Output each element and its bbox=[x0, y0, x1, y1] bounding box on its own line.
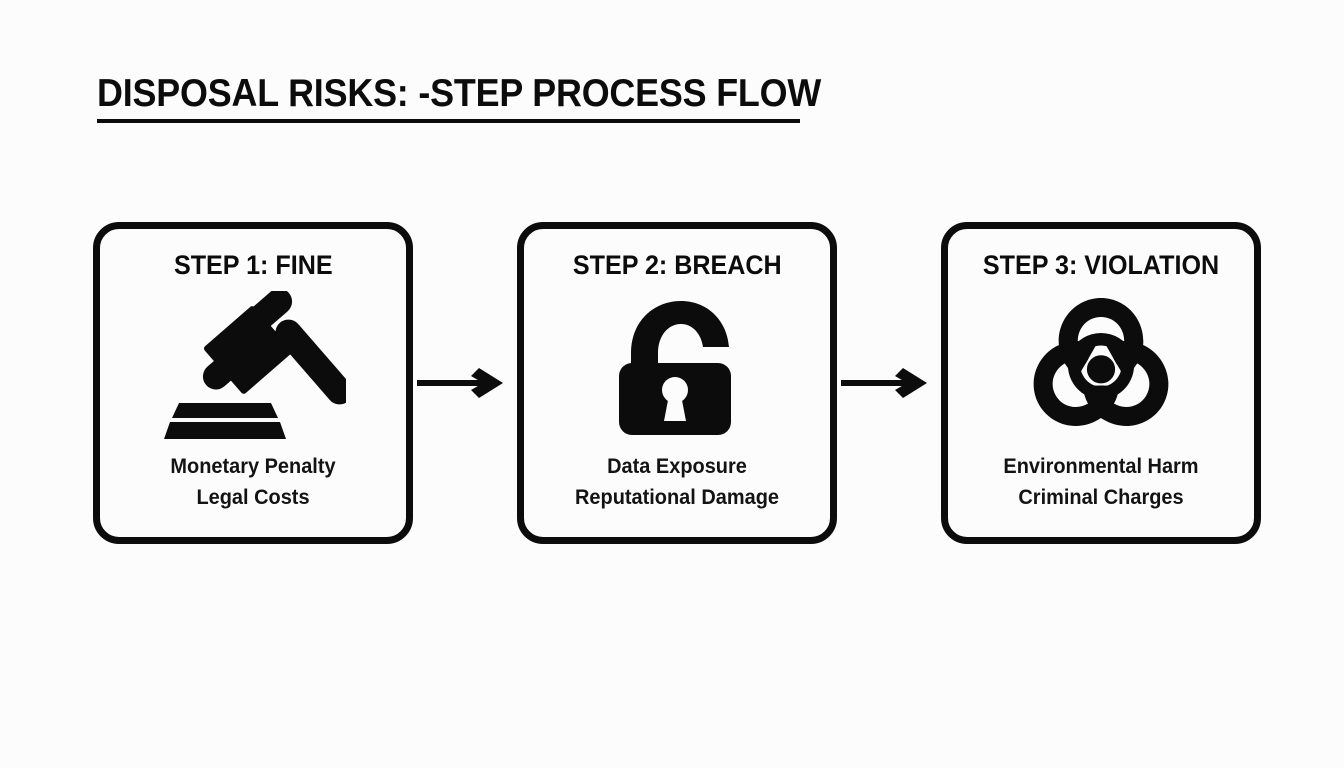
connector-2-to-3 bbox=[837, 360, 941, 406]
step-card-3-title: STEP 3: VIOLATION bbox=[982, 250, 1220, 280]
process-flow: STEP 1: FINE bbox=[93, 222, 1261, 544]
step-card-2-title: STEP 2: BREACH bbox=[572, 250, 782, 280]
step-card-3-icon-wrap bbox=[948, 280, 1254, 451]
connector-1-to-2 bbox=[413, 360, 517, 406]
step-card-1-icon-wrap bbox=[100, 280, 406, 451]
page-title: DISPOSAL RISKS: -STEP PROCESS FLOW bbox=[97, 72, 822, 115]
step-card-2-line-2: Reputational Damage bbox=[575, 486, 779, 509]
step-card-2[interactable]: STEP 2: BREACH bbox=[517, 222, 837, 544]
step-card-2-icon-wrap bbox=[524, 280, 830, 451]
arrow-right-icon bbox=[417, 363, 513, 403]
step-card-3-lines: Environmental Harm Criminal Charges bbox=[948, 451, 1254, 513]
gavel-icon bbox=[160, 290, 346, 441]
title-block: DISPOSAL RISKS: -STEP PROCESS FLOW bbox=[97, 72, 997, 123]
step-card-3[interactable]: STEP 3: VIOLATION bbox=[941, 222, 1261, 544]
title-underline-rule bbox=[97, 119, 800, 123]
step-card-3-line-1: Environmental Harm bbox=[1003, 455, 1199, 478]
arrow-right-icon bbox=[841, 363, 937, 403]
biohazard-icon bbox=[1017, 293, 1185, 439]
open-padlock-icon bbox=[603, 295, 751, 437]
step-card-1-title: STEP 1: FINE bbox=[173, 250, 333, 280]
step-card-1-line-1: Monetary Penalty bbox=[170, 455, 336, 478]
step-card-2-lines: Data Exposure Reputational Damage bbox=[524, 451, 830, 513]
step-card-2-line-1: Data Exposure bbox=[607, 455, 747, 478]
step-card-3-line-2: Criminal Charges bbox=[1018, 486, 1184, 509]
step-card-1-line-2: Legal Costs bbox=[196, 486, 310, 509]
step-card-1[interactable]: STEP 1: FINE bbox=[93, 222, 413, 544]
step-card-1-lines: Monetary Penalty Legal Costs bbox=[100, 451, 406, 513]
